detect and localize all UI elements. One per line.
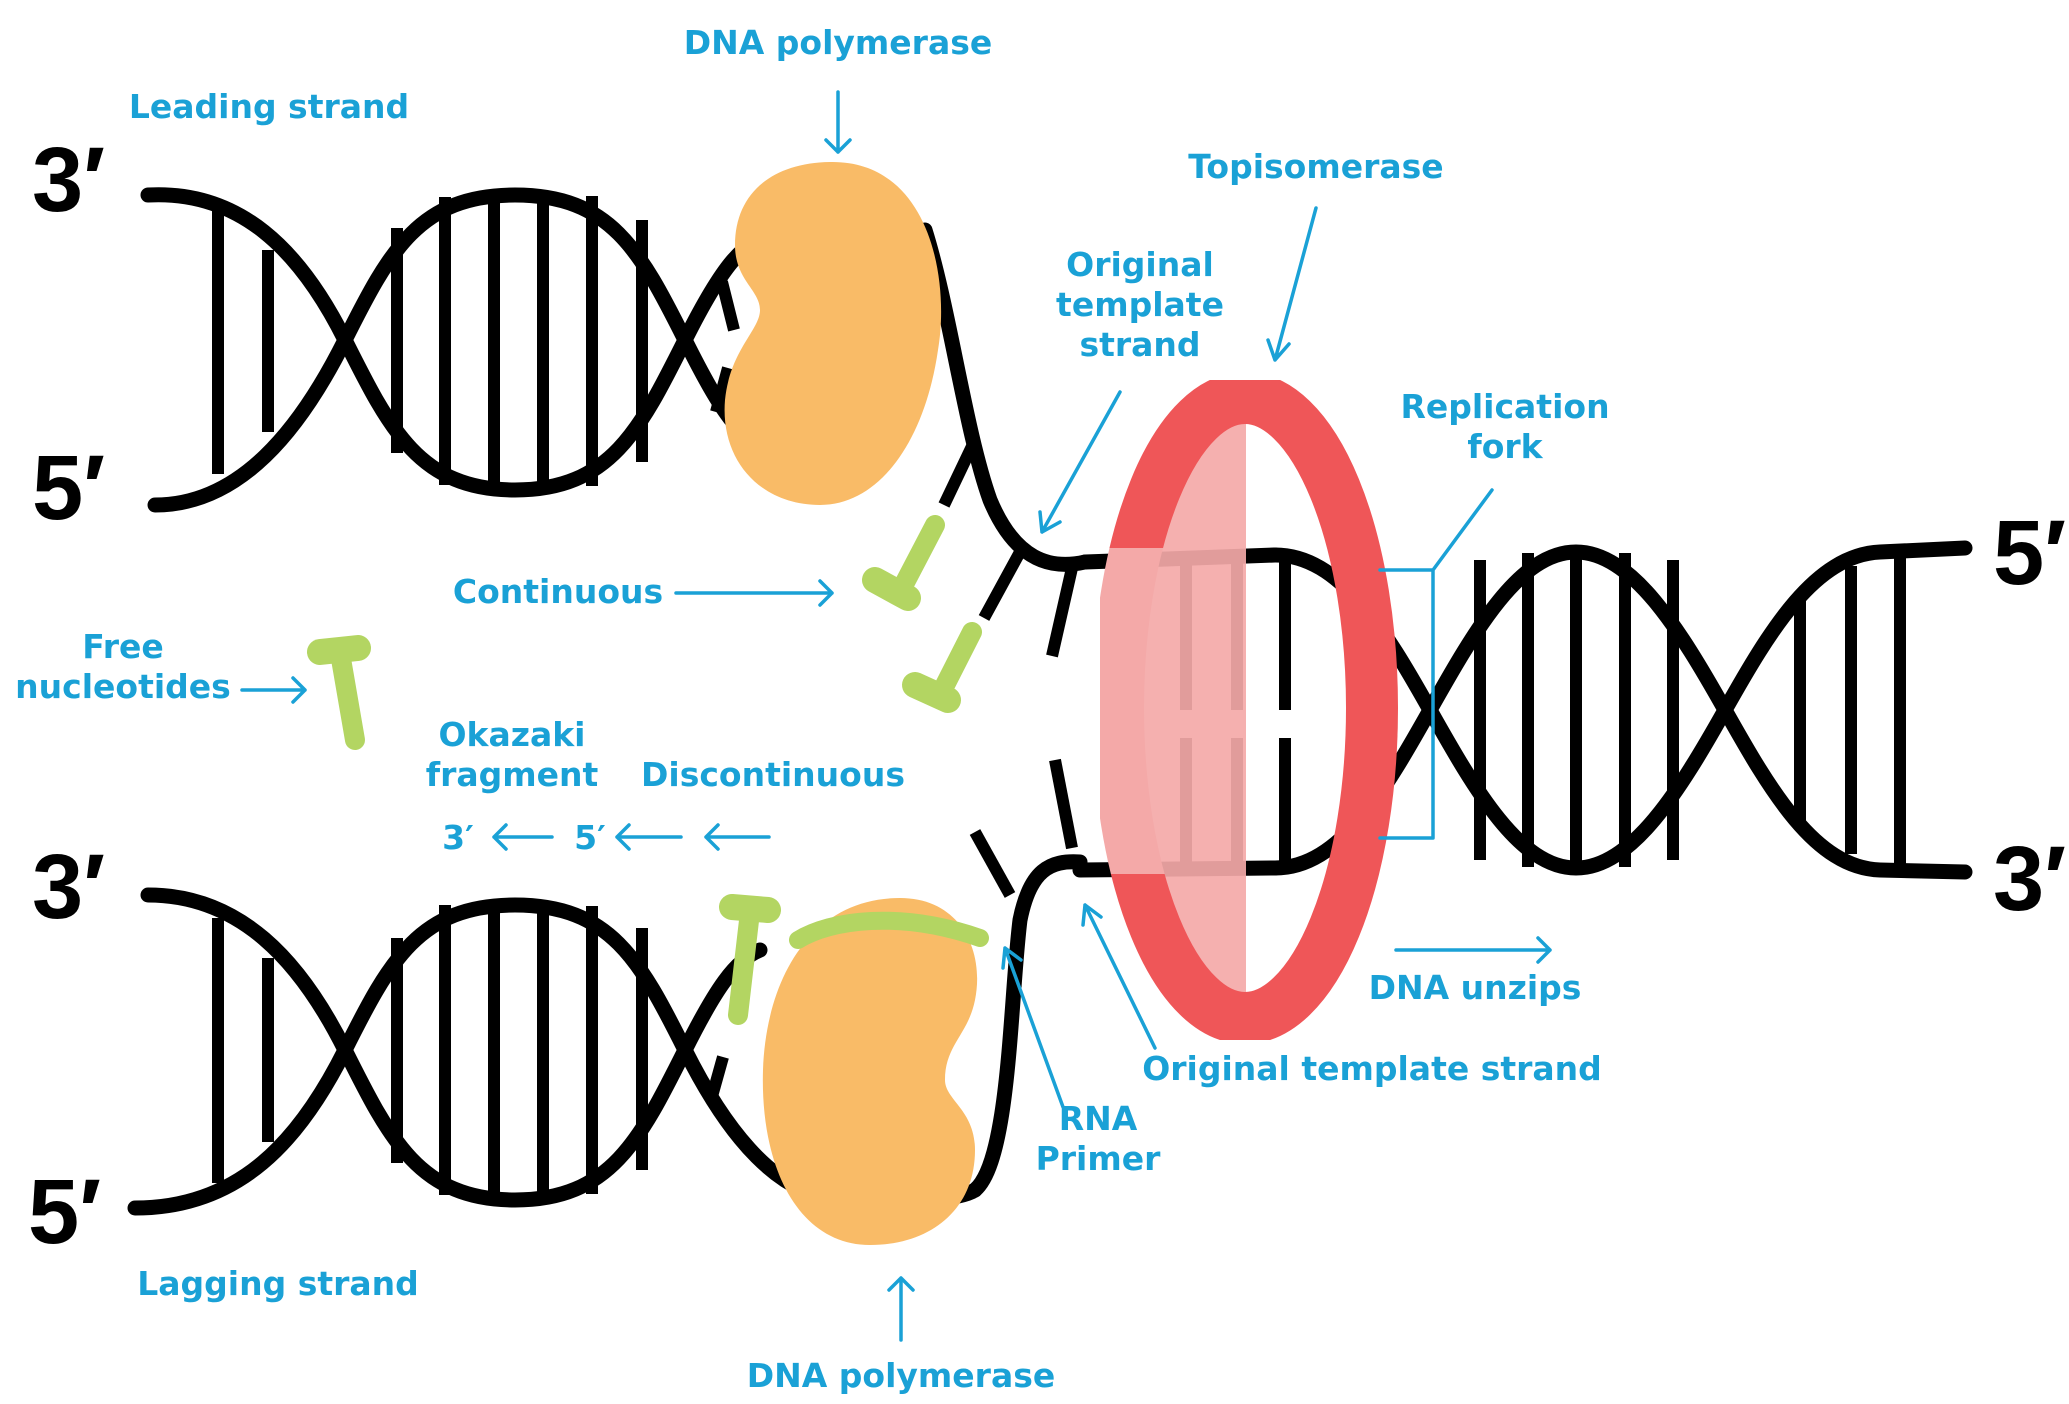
label-free-nucleotides-2: nucleotides [15,667,231,706]
label-original-template-top-3: strand [1079,325,1200,364]
label-original-template-top-1: Original [1066,245,1214,284]
okazaki-nucleotide [719,894,781,1025]
arrow-template-bottom [1081,903,1157,1050]
leading-helix-rungs [212,195,740,487]
label-okazaki-2: fragment [426,755,599,794]
label-leading-strand: Leading strand [129,87,409,126]
continuous-nucleotide-1 [862,515,945,611]
leading-template-continuation [917,222,1093,572]
arrow-discontinuous-direction [704,823,771,851]
arrow-topisomerase [1266,206,1318,362]
label-dna-polymerase-bottom: DNA polymerase [747,1356,1056,1395]
arrow-free-nucleotides [240,676,307,704]
label-dna-polymerase-top: DNA polymerase [684,23,993,62]
top-left-5-label: 5′ [32,437,105,539]
label-okazaki-1: Okazaki [438,715,585,754]
right-5-label: 5′ [1993,502,2066,604]
lagging-strand-upper [140,887,768,1208]
rna-primer [789,911,989,949]
arrow-polymerase-top [824,90,852,154]
dna-polymerase-bottom [762,898,978,1245]
arrow-dna-unzips [1394,936,1552,964]
nucleotides [307,515,989,1025]
label-okazaki-5-prime: 5′ [574,818,606,857]
label-dna-unzips: DNA unzips [1369,968,1582,1007]
label-rna-primer-2: Primer [1036,1139,1162,1178]
lagging-helix-rungs [212,904,729,1196]
label-original-template-top-2: template [1056,285,1224,324]
annotation-labels: DNA polymerase Leading strand Topisomera… [15,23,1609,1395]
label-topisomerase: Topisomerase [1188,147,1443,186]
parent-helix [1127,540,1973,880]
top-left-3-label: 3′ [32,129,105,231]
label-discontinuous: Discontinuous [641,755,905,794]
label-replication-fork-2: fork [1467,427,1543,466]
right-3-label: 3′ [1993,828,2066,930]
arrow-rna-primer [1001,946,1065,1109]
topoisomerase [1100,380,1398,1040]
label-lagging-strand: Lagging strand [137,1264,419,1303]
label-rna-primer-1: RNA [1059,1099,1138,1138]
leading-strand-upper [140,187,786,498]
dna-polymerase-top [724,161,942,505]
arrow-continuous [674,579,834,607]
label-original-template-bottom: Original template strand [1142,1049,1602,1088]
arrow-template-top [1038,390,1122,534]
label-replication-fork-1: Replication [1400,387,1609,426]
annotation-arrows [240,90,1552,1342]
label-free-nucleotides-1: Free [82,627,163,666]
arrow-polymerase-bottom [887,1276,915,1342]
lagging-helix [127,854,1088,1216]
continuous-nucleotide-2 [902,622,982,713]
parent-helix-rungs [1127,552,1906,868]
bottom-left-5-label: 5′ [28,1161,101,1263]
strand-end-labels: 3′ 5′ 3′ 5′ 5′ 3′ [28,129,2066,1263]
bottom-left-3-label: 3′ [32,836,105,938]
leading-strand-lower [147,187,786,513]
arrow-okazaki-5 [615,823,683,851]
replication-fork-bracket [1378,488,1494,840]
free-nucleotide [307,635,371,750]
label-continuous: Continuous [453,572,663,611]
leading-helix [140,187,1093,572]
arrow-okazaki-3 [492,823,554,851]
lagging-template-continuation [967,854,1088,1198]
label-okazaki-3-prime: 3′ [442,818,474,857]
